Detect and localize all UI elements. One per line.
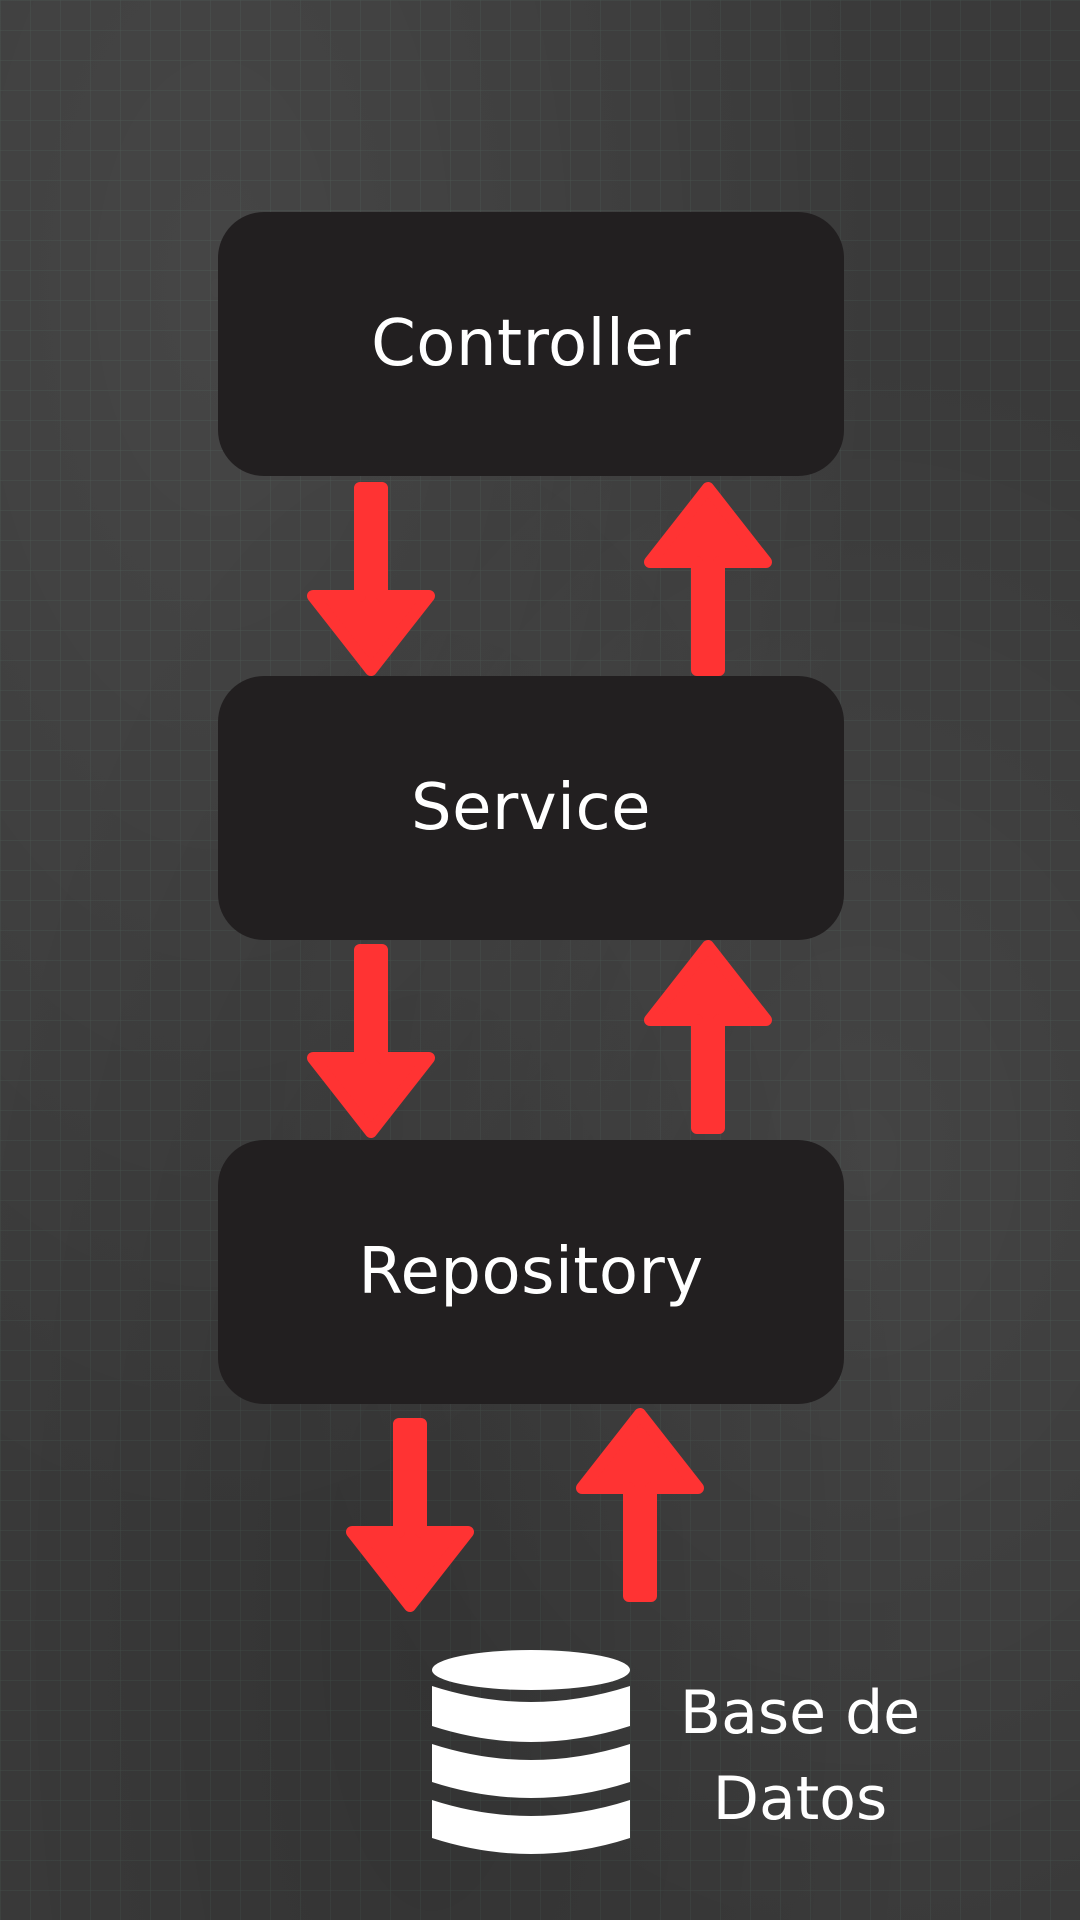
arrow-up-repository-to-service: [644, 940, 772, 1134]
service-box: Service: [218, 676, 844, 940]
repository-box: Repository: [218, 1140, 844, 1404]
database-label: Base de Datos: [660, 1670, 940, 1842]
controller-label: Controller: [371, 307, 691, 381]
arrow-down-repository-to-database: [346, 1418, 474, 1612]
controller-box: Controller: [218, 212, 844, 476]
repository-label: Repository: [358, 1235, 704, 1309]
arrow-up-database-to-repository: [576, 1408, 704, 1602]
arrow-up-service-to-controller: [644, 482, 772, 676]
database-label-line2: Datos: [712, 1764, 888, 1834]
arrow-down-controller-to-service: [307, 482, 435, 676]
database-icon: [432, 1650, 630, 1854]
database-label-line1: Base de: [679, 1678, 921, 1748]
arrow-down-service-to-repository: [307, 944, 435, 1138]
service-label: Service: [410, 771, 652, 845]
